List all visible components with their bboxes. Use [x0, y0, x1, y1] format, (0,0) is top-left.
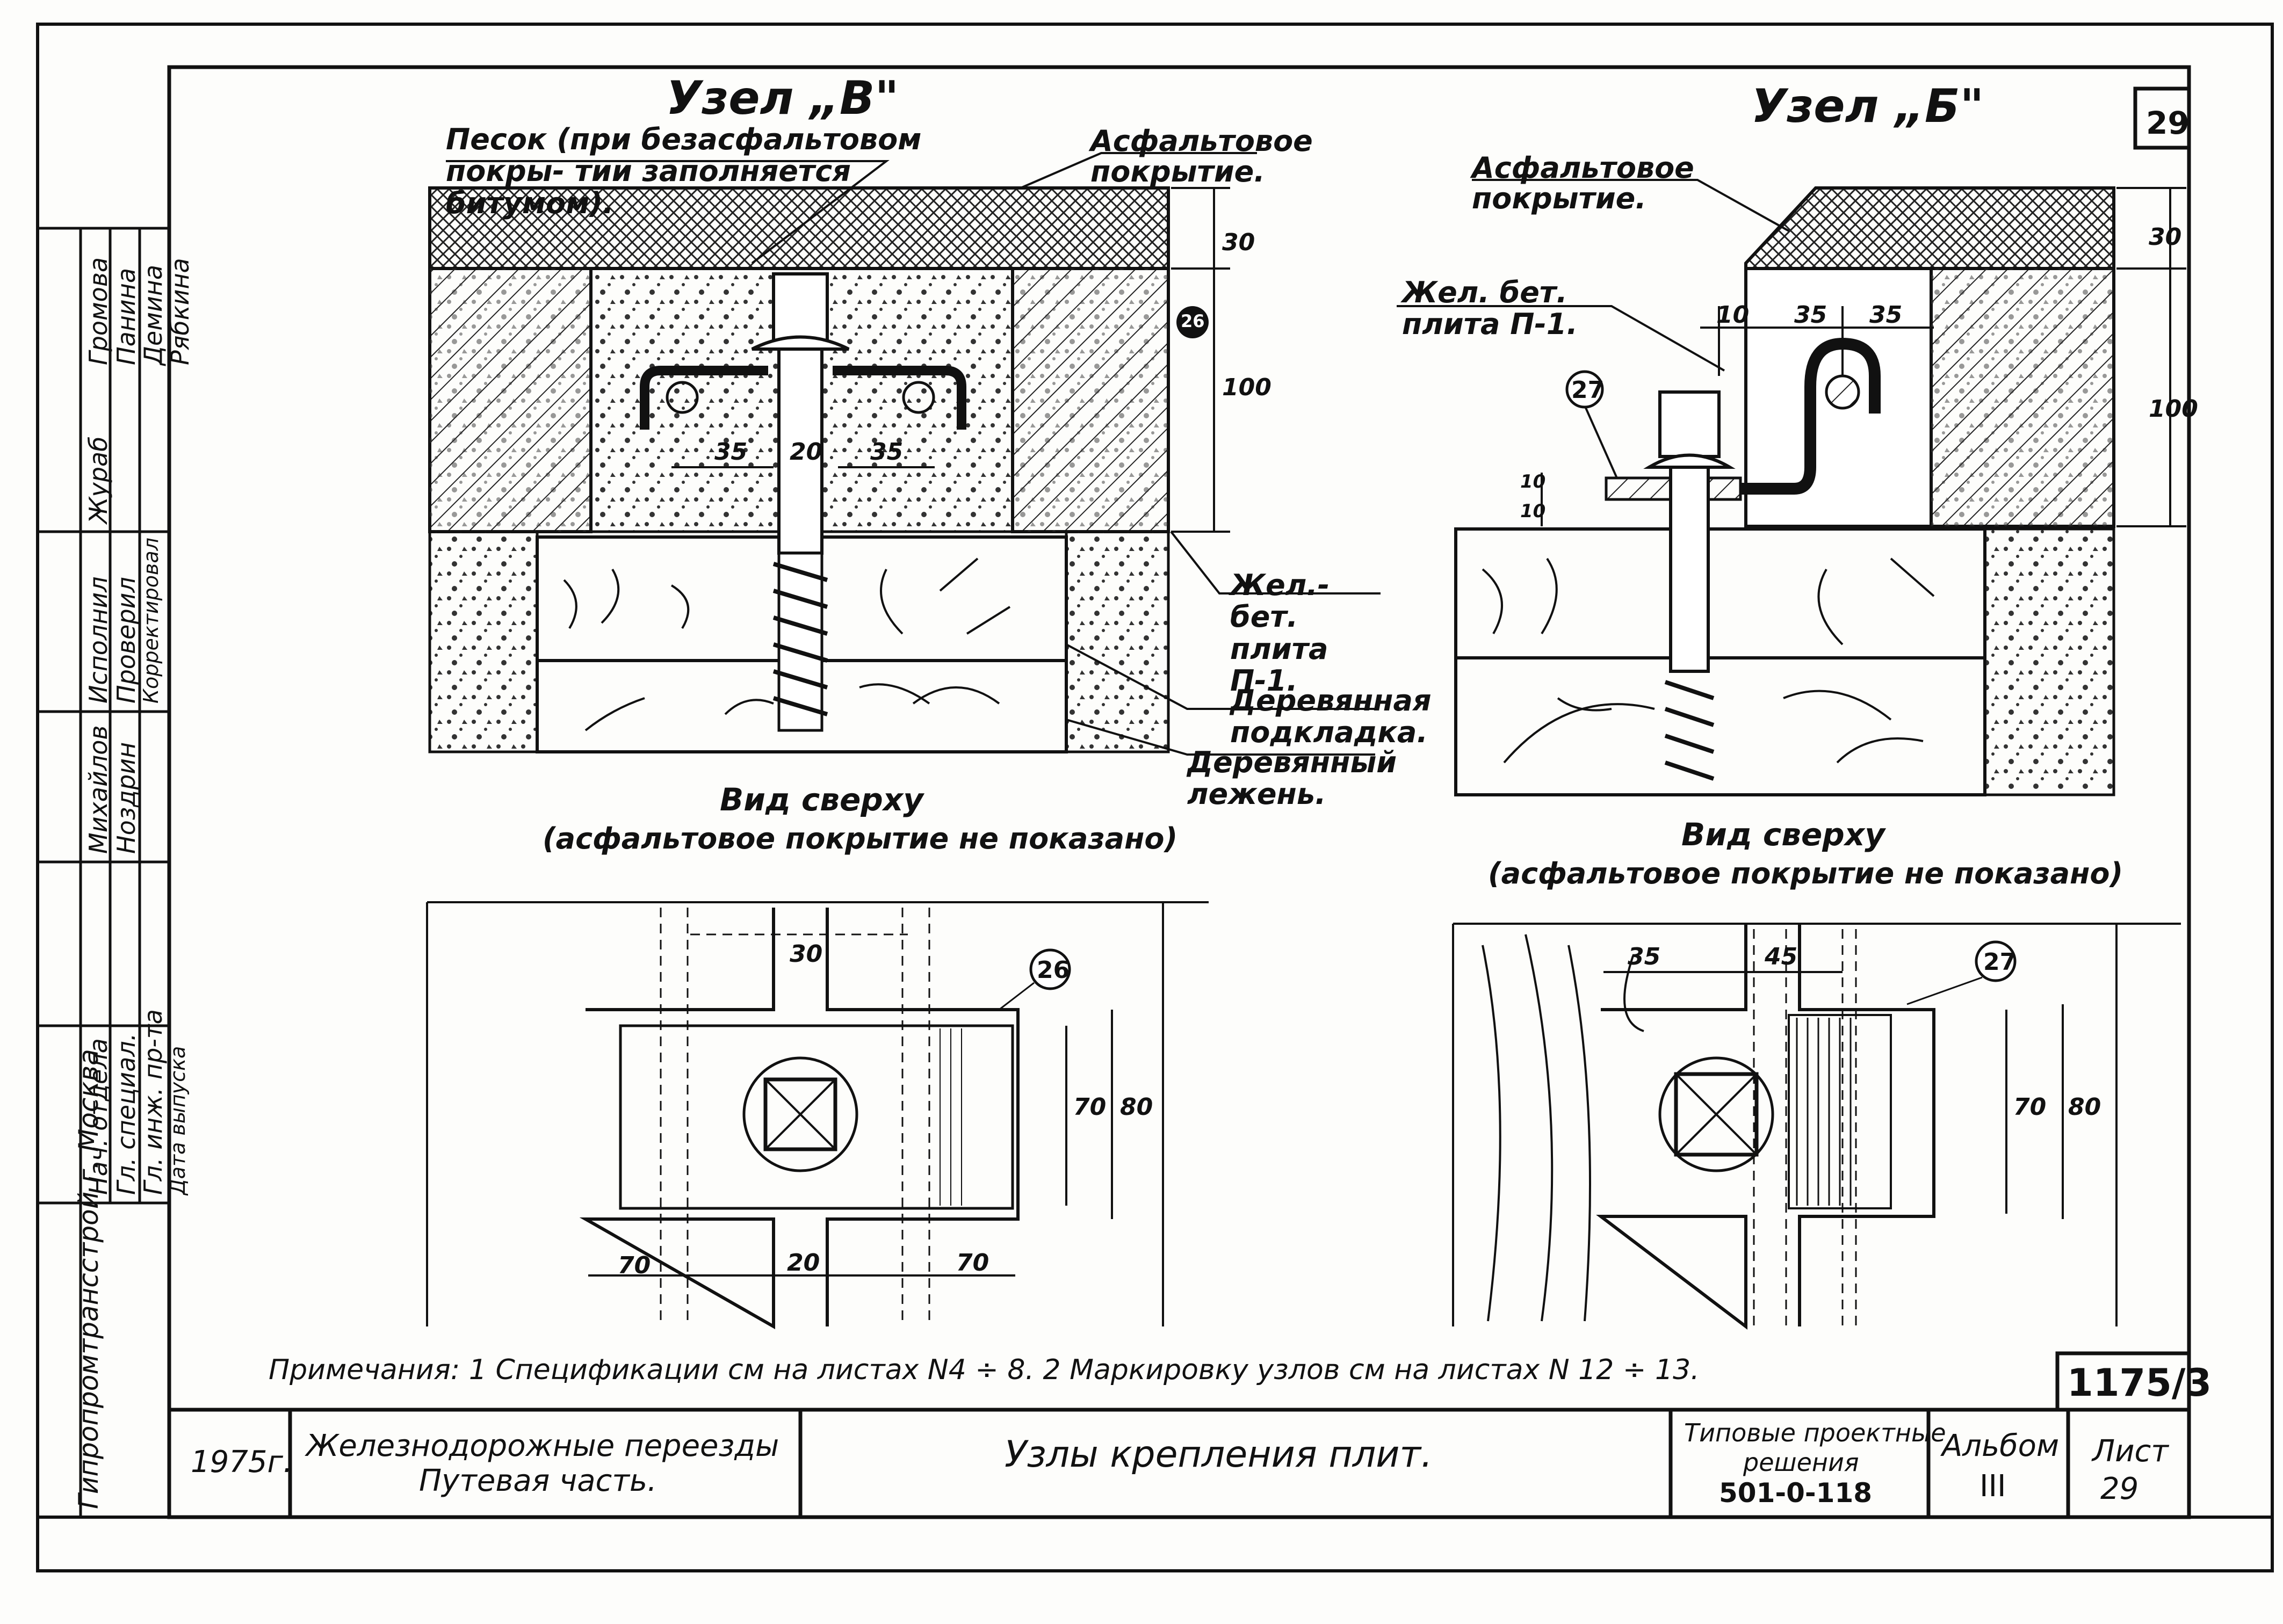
side-row-11: Панина	[112, 267, 141, 365]
tb-album-value: III	[1979, 1469, 2006, 1504]
node-b-dim-10a: 10	[1520, 471, 1546, 492]
tb-project-line2: Путевая часть.	[419, 1463, 657, 1498]
node-b-dim-10: 10	[1716, 301, 1750, 329]
tb-type-line1: Типовые проектные	[1684, 1418, 1946, 1447]
node-v-dim-100: 100	[1222, 374, 1271, 401]
tb-sheet-value: 29	[2100, 1471, 2139, 1506]
top-view-v	[426, 901, 1209, 1330]
node-v-callout: 26	[1181, 311, 1205, 331]
node-v-title: Узел „В"	[666, 71, 899, 125]
top-b-dim-80: 80	[2068, 1093, 2101, 1121]
side-row-10: Громова	[84, 257, 113, 365]
side-row-6: Исполнил	[84, 576, 113, 704]
side-row-13: Рябкина	[165, 258, 194, 365]
node-v-dim-30: 30	[1222, 229, 1255, 256]
doc-code: 1175/3	[2067, 1361, 2212, 1405]
side-row-7: Проверил	[112, 577, 141, 704]
title-block-grid	[169, 1408, 2189, 1517]
node-v-top-view-subtitle: (асфальтовое покрытие не показано)	[543, 822, 1178, 856]
node-b-asphalt-label: Асфальтовое покрытие.	[1472, 151, 1694, 215]
node-b-dim-10b: 10	[1520, 501, 1546, 522]
side-row-3: Дата выпуска	[166, 1046, 190, 1195]
tb-year: 1975г.	[191, 1445, 293, 1480]
node-b-dim-35a: 35	[1794, 301, 1827, 329]
node-v-slab-label: Жел.-бет. плита П-1.	[1230, 568, 1330, 698]
side-row-2: Гл. инж. пр-та	[139, 1009, 168, 1195]
node-v-dim-35a: 35	[714, 438, 748, 466]
node-v-top-view-title: Вид сверху	[720, 781, 924, 818]
node-b-callout: 27	[1571, 376, 1605, 404]
side-row-4: Михайлов	[84, 725, 113, 854]
tb-sheet-label: Лист	[2092, 1434, 2169, 1469]
node-b-top-view-title: Вид сверху	[1681, 816, 1885, 853]
top-v-dim-70b: 70	[956, 1249, 989, 1277]
tb-type-line2: решения	[1743, 1448, 1859, 1477]
node-b-title: Узел „Б"	[1751, 79, 1984, 133]
node-v-sleeper-label: Деревянный лежень.	[1187, 745, 1397, 811]
node-v-wood-pad-label: Деревянная подкладка.	[1230, 684, 1432, 750]
top-b-dim-35: 35	[1628, 943, 1661, 970]
node-v-asphalt-label: Асфальтовое покрытие.	[1090, 124, 1313, 189]
side-row-12: Демина	[139, 264, 168, 365]
side-stamp-grid	[36, 227, 171, 1519]
tb-drawing-title: Узлы крепления плит.	[1005, 1433, 1433, 1476]
node-b-section	[1397, 179, 2186, 796]
top-v-callout: 26	[1037, 956, 1070, 984]
sheet-number: 29	[2146, 105, 2190, 141]
node-b-dim-100: 100	[2149, 395, 2198, 423]
tb-type-code: 501-0-118	[1719, 1477, 1873, 1509]
top-view-b	[1452, 923, 2181, 1330]
tb-album-label: Альбом	[1942, 1429, 2060, 1463]
node-v-dim-35b: 35	[870, 438, 904, 466]
node-b-dim-35b: 35	[1869, 301, 1903, 329]
tb-project-line1: Железнодорожные переезды	[306, 1429, 779, 1463]
node-b-dim-30: 30	[2149, 223, 2182, 251]
top-v-dim-70a: 70	[618, 1252, 651, 1279]
side-row-9: Жураб	[84, 436, 113, 524]
side-row-0: Нач. отдела	[84, 1038, 113, 1195]
node-v-sand-label: Песок (при безасфальтовом покры- тии зап…	[446, 122, 922, 220]
node-b-top-view-subtitle: (асфальтовое покрытие не показано)	[1488, 857, 2123, 890]
top-v-dim-70v: 70	[1073, 1093, 1107, 1121]
top-v-dim-20: 20	[787, 1249, 820, 1277]
side-row-1: Гл. специал.	[112, 1033, 141, 1195]
top-b-dim-45: 45	[1765, 943, 1798, 970]
top-b-dim-70: 70	[2013, 1093, 2047, 1121]
notes-text: Примечания: 1 Спецификации см на листах …	[269, 1354, 1700, 1386]
node-b-slab-label: Жел. бет. плита П-1.	[1402, 276, 1578, 342]
top-v-dim-80: 80	[1120, 1093, 1153, 1121]
side-row-5: Ноздрин	[112, 742, 141, 854]
top-b-callout: 27	[1983, 948, 2017, 976]
top-v-dim-30: 30	[790, 940, 823, 968]
sheet-number-frame	[2133, 86, 2191, 150]
side-row-8: Корректировал	[139, 538, 163, 704]
node-v-dim-20: 20	[790, 438, 823, 466]
node-v-section	[428, 152, 1381, 756]
